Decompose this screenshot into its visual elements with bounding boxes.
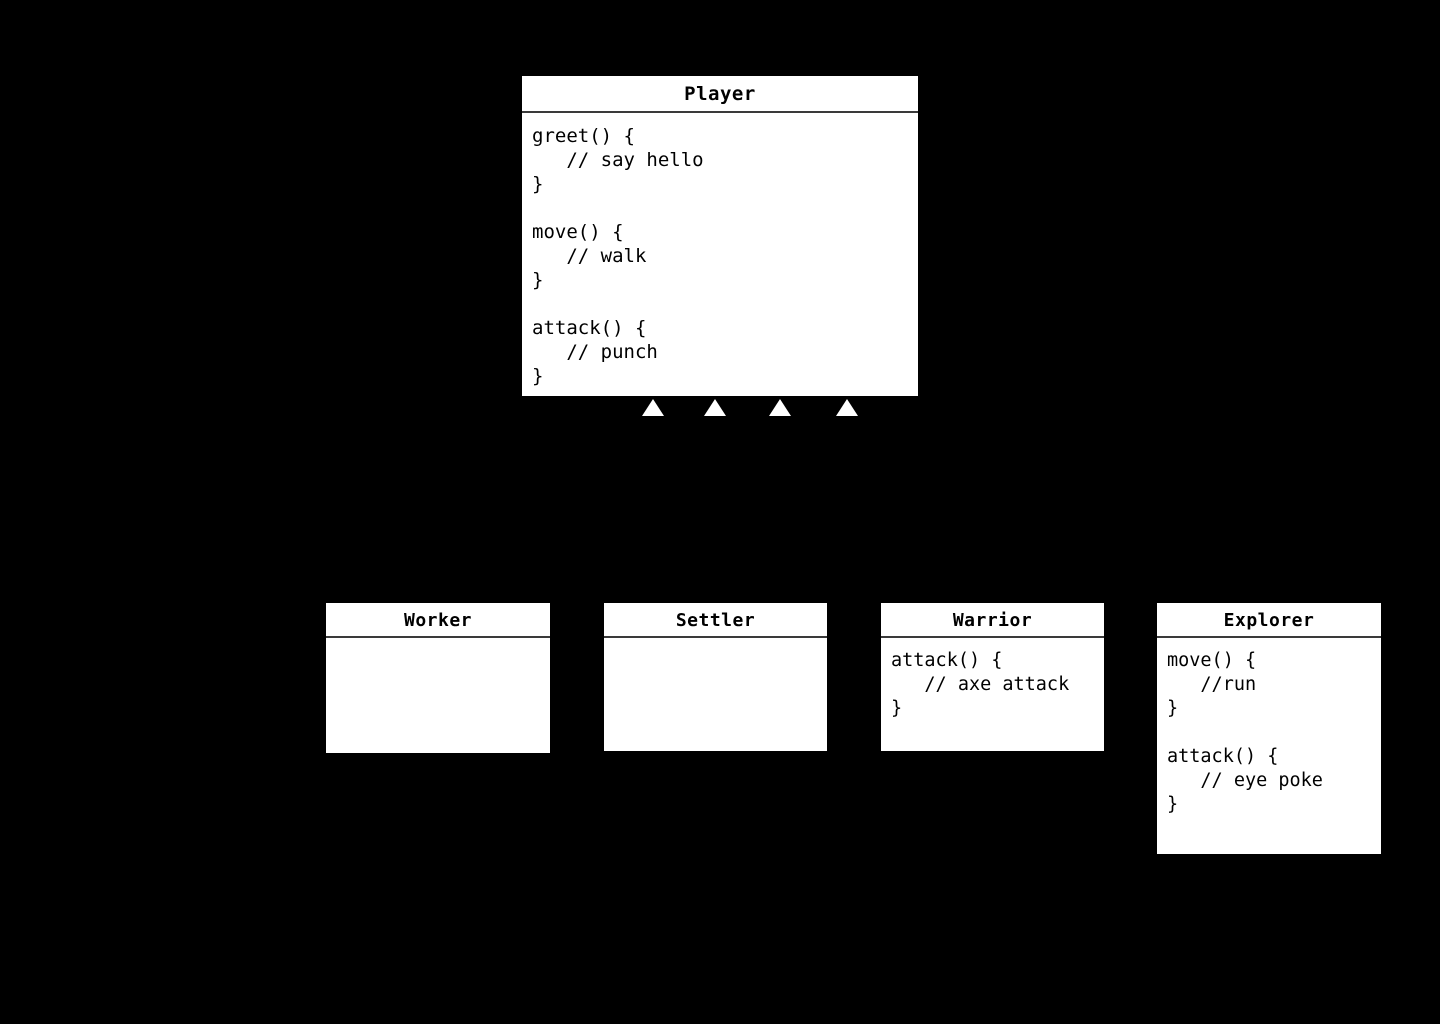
- uml-class-settler[interactable]: Settler: [604, 603, 827, 751]
- inheritance-triangle-icon-4: [836, 399, 858, 416]
- uml-class-warrior-methods: attack() { // axe attack }: [891, 650, 1070, 719]
- uml-class-worker[interactable]: Worker: [326, 603, 550, 753]
- uml-class-player-methods: greet() { // say hello } move() { // wal…: [532, 125, 704, 387]
- uml-class-explorer-methods: move() { //run } attack() { // eye poke …: [1167, 650, 1323, 815]
- inheritance-triangle-icon-2: [704, 399, 726, 416]
- uml-class-player-title: Player: [522, 76, 918, 113]
- inheritance-triangle-icon-1: [642, 399, 664, 416]
- uml-class-settler-title: Settler: [604, 603, 827, 638]
- uml-class-settler-methods: [604, 638, 827, 751]
- uml-class-player[interactable]: Player greet() { // say hello } move() {…: [522, 76, 918, 396]
- uml-class-warrior[interactable]: Warrior attack() { // axe attack }: [881, 603, 1104, 751]
- uml-class-explorer-title: Explorer: [1157, 603, 1381, 638]
- inheritance-triangle-icon-3: [769, 399, 791, 416]
- uml-class-worker-methods: [326, 638, 550, 753]
- uml-class-worker-title: Worker: [326, 603, 550, 638]
- uml-class-explorer[interactable]: Explorer move() { //run } attack() { // …: [1157, 603, 1381, 854]
- uml-class-warrior-title: Warrior: [881, 603, 1104, 638]
